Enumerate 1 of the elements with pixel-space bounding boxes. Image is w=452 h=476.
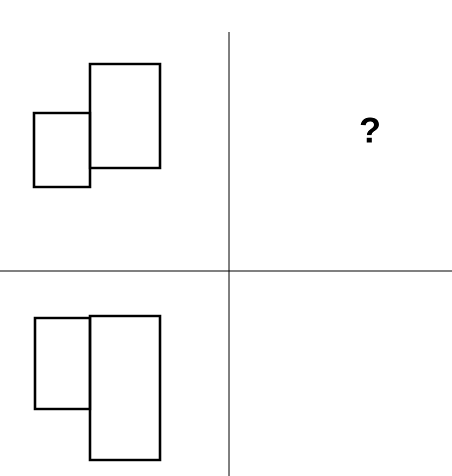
question-mark: ? bbox=[360, 117, 379, 143]
